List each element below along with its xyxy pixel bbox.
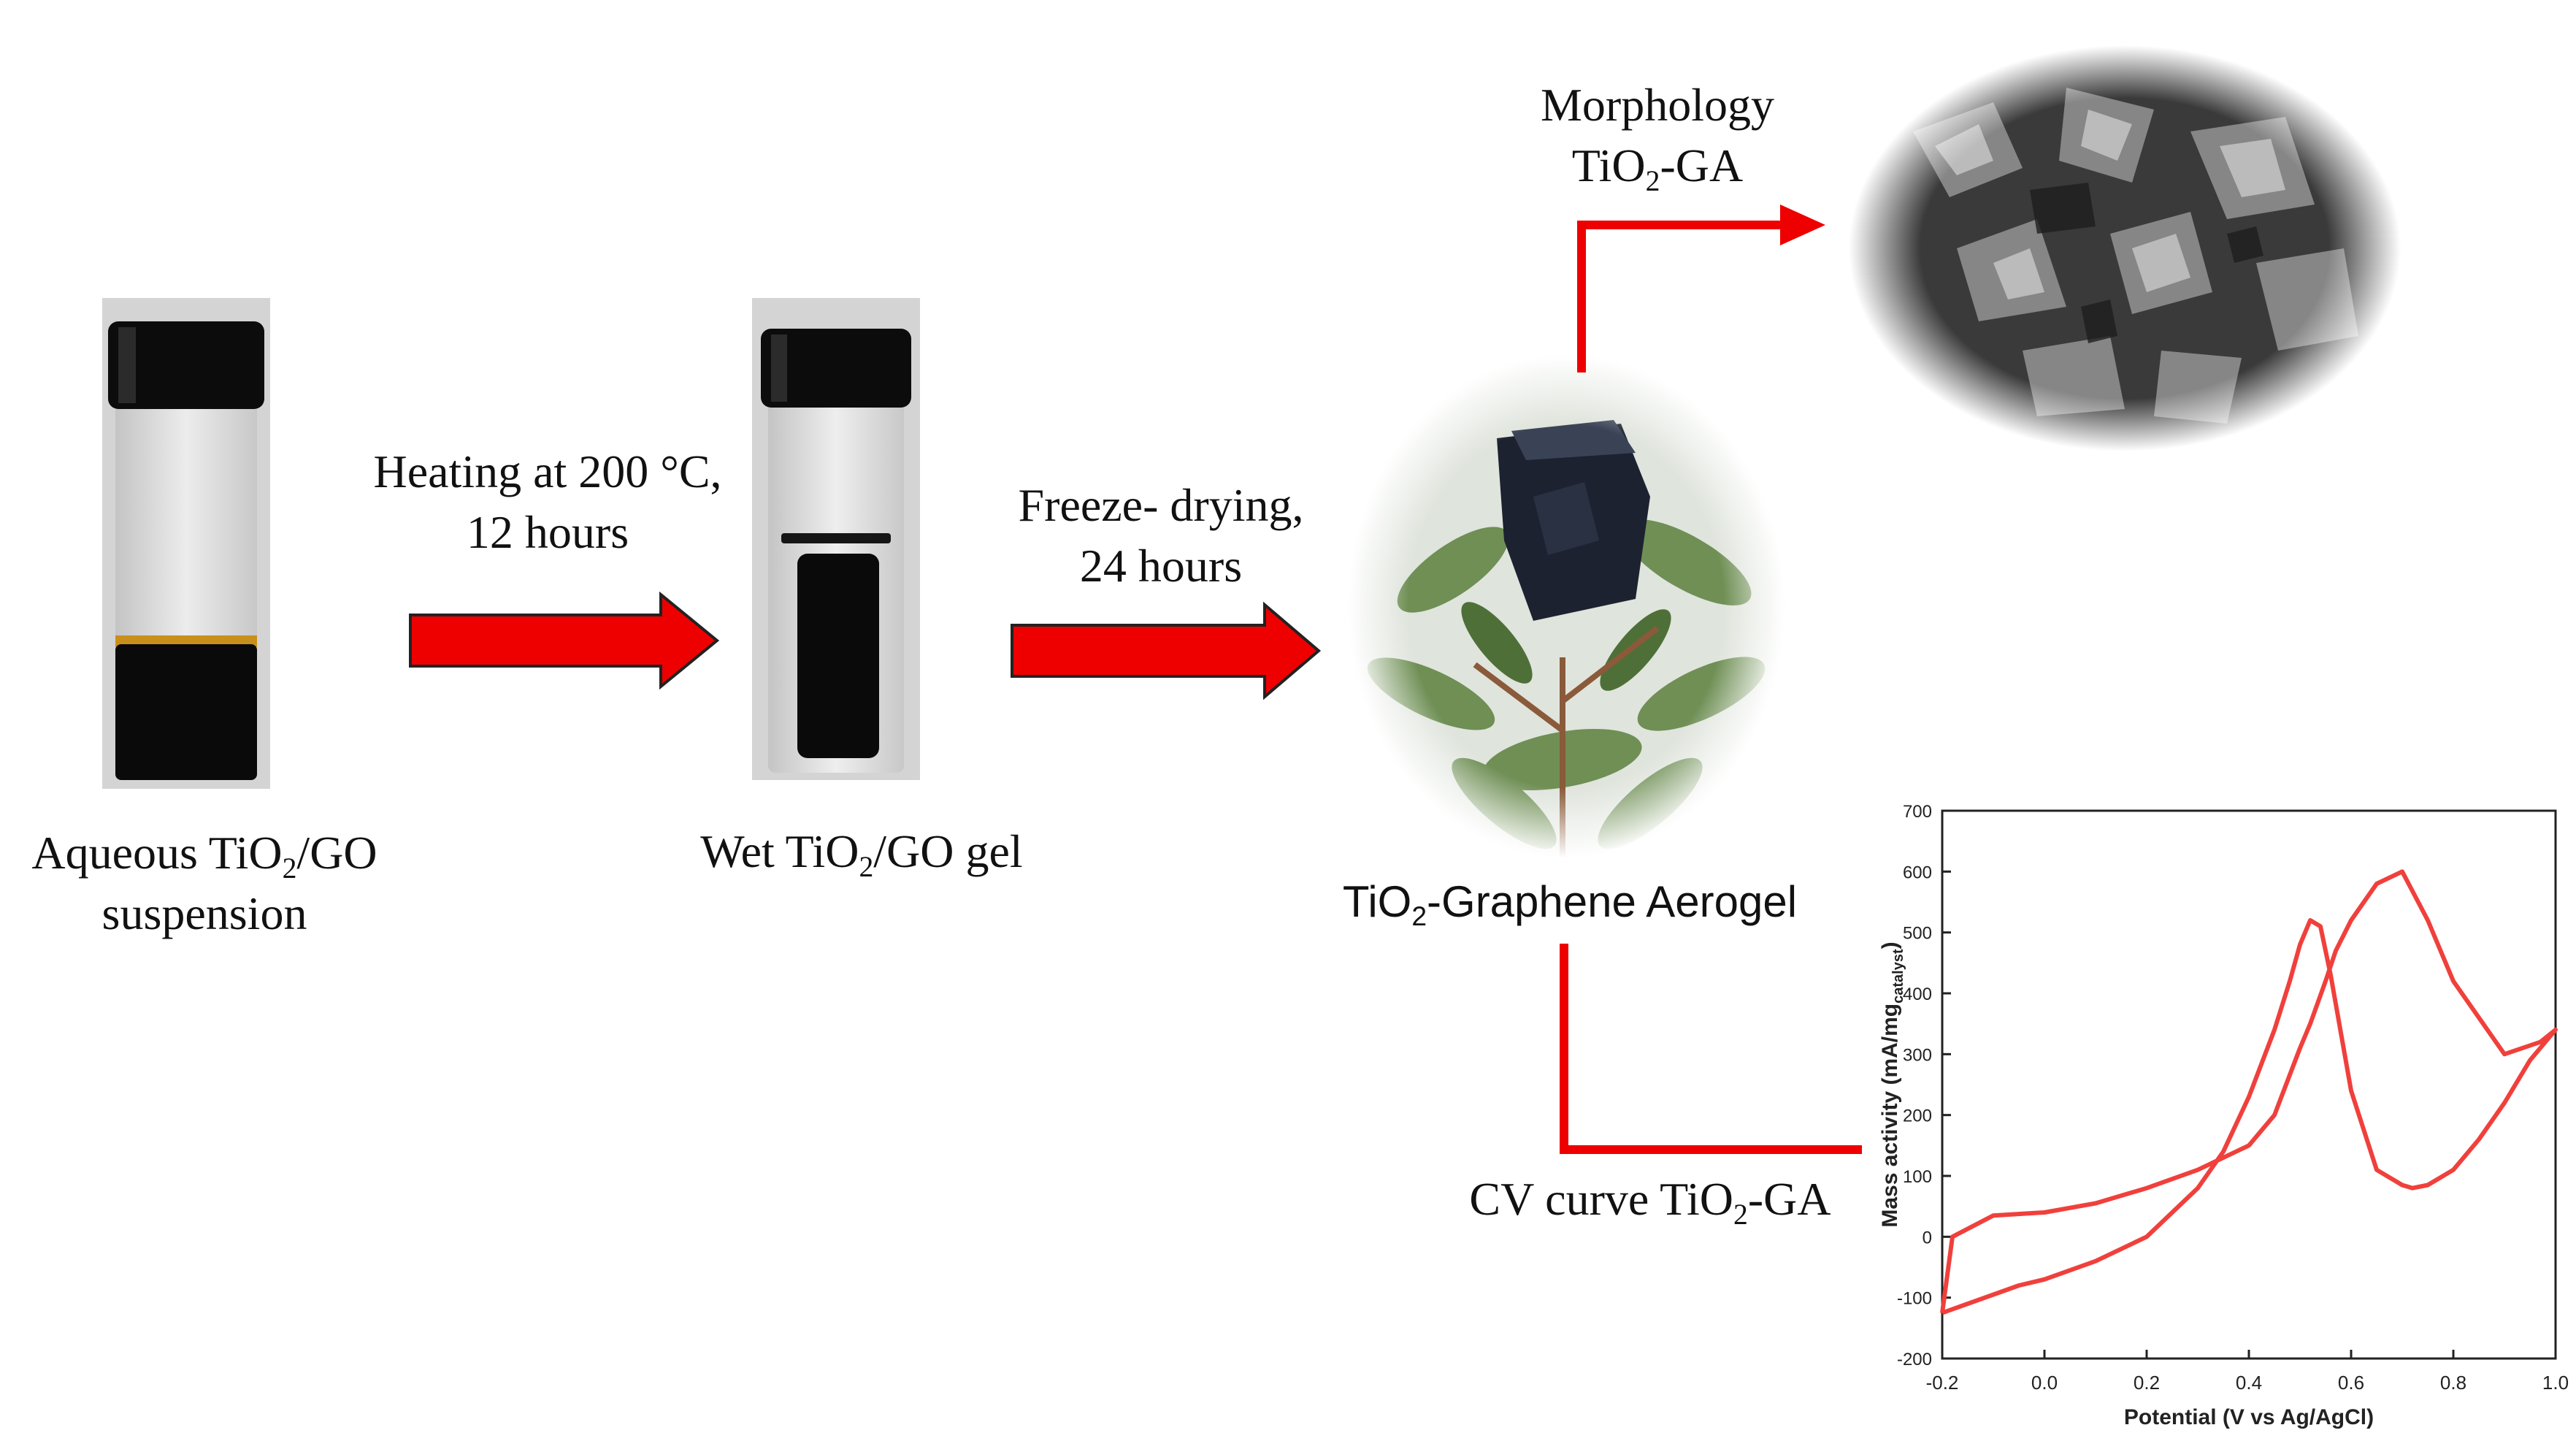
cv-x-tick-label: -0.2 <box>1926 1372 1959 1394</box>
cv-x-tick-label: 0.8 <box>2440 1372 2466 1394</box>
cv-y-tick-label: 200 <box>1903 1107 1932 1126</box>
wet-gel-vial-photo <box>752 298 920 780</box>
cv-y-tick-label: 600 <box>1903 863 1932 882</box>
suspension-label: Aqueous TiO2/GO suspension <box>31 827 377 940</box>
cv-y-tick-label: 100 <box>1903 1167 1932 1187</box>
cv-plot-frame <box>1941 809 2557 1360</box>
cv-x-tick-label: 0.0 <box>2031 1372 2058 1394</box>
morphology-label: Morphology TiO2-GA <box>1541 79 1774 197</box>
cv-y-tick-label: -200 <box>1897 1350 1932 1369</box>
cv-y-tick-label: 700 <box>1903 802 1932 822</box>
cv-y-tick-label: 300 <box>1903 1045 1932 1065</box>
suspension-vial-photo <box>102 298 270 789</box>
heating-step-label: Heating at 200 °C, 12 hours <box>373 446 722 559</box>
cv-y-tick-label: 500 <box>1903 924 1932 944</box>
sem-morphology-image <box>1847 44 2402 453</box>
wet-gel-label: Wet TiO2/GO gel <box>700 825 1023 883</box>
morphology-connector-arrow <box>1577 205 1825 372</box>
cv-connector-line <box>1560 944 1862 1154</box>
cv-x-tick-label: 0.2 <box>2134 1372 2160 1394</box>
cv-y-tick-label: 400 <box>1903 985 1932 1004</box>
cv-curve-label: CV curve TiO2-GA <box>1469 1173 1831 1231</box>
cv-x-axis-label: Potential (V vs Ag/AgCl) <box>2124 1405 2374 1429</box>
cv-x-tick-label: 0.4 <box>2236 1372 2262 1394</box>
cv-x-tick-label: 0.6 <box>2338 1372 2364 1394</box>
aerogel-label: TiO2-Graphene Aerogel <box>1342 877 1798 931</box>
cv-series-line <box>1940 869 2558 1315</box>
aerogel-photo <box>1343 351 1789 862</box>
cv-x-tick-label: 1.0 <box>2542 1372 2569 1394</box>
heating-arrow <box>409 591 720 690</box>
cv-y-tick-label: 0 <box>1923 1228 1932 1247</box>
cv-y-tick-label: -100 <box>1897 1289 1932 1309</box>
cv-chart: -0.2 0.0 0.2 0.4 0.6 0.8 1.0 -200 -100 0 100 200 300… <box>1878 802 2569 1429</box>
freeze-drying-arrow <box>1011 601 1322 700</box>
freeze-drying-step-label: Freeze- drying, 24 hours <box>1018 479 1304 592</box>
